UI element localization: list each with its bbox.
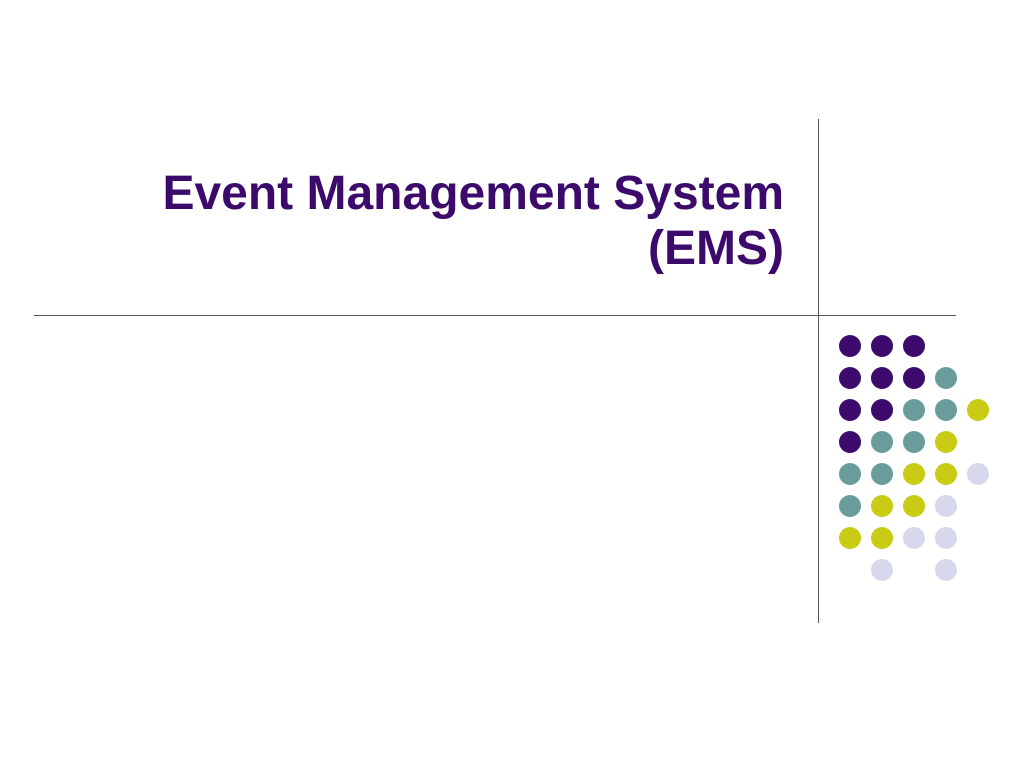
decorative-dot <box>935 367 957 389</box>
decorative-dot <box>839 431 861 453</box>
decorative-dot <box>871 431 893 453</box>
decorative-dot <box>903 335 925 357</box>
decorative-dot <box>903 431 925 453</box>
decorative-dot <box>839 463 861 485</box>
decorative-dot <box>903 463 925 485</box>
decorative-dot <box>871 335 893 357</box>
decorative-dot <box>967 463 989 485</box>
decorative-dot <box>839 367 861 389</box>
decorative-dot <box>839 527 861 549</box>
decorative-dot <box>871 463 893 485</box>
decorative-dot <box>935 431 957 453</box>
horizontal-divider <box>34 315 956 316</box>
decorative-dot <box>903 527 925 549</box>
decorative-dot <box>903 399 925 421</box>
decorative-dot <box>871 367 893 389</box>
decorative-dot <box>871 399 893 421</box>
title-line-2: (EMS) <box>648 222 784 275</box>
decorative-dot <box>903 367 925 389</box>
decorative-dot <box>839 335 861 357</box>
slide-title: Event Management System (EMS) <box>60 166 784 276</box>
decorative-dot <box>935 399 957 421</box>
decorative-dot <box>839 399 861 421</box>
decorative-dot <box>935 559 957 581</box>
decorative-dot <box>871 495 893 517</box>
decorative-dot <box>871 527 893 549</box>
decorative-dot <box>935 495 957 517</box>
decorative-dot <box>871 559 893 581</box>
decorative-dot <box>839 495 861 517</box>
decorative-dot <box>935 463 957 485</box>
decorative-dot <box>903 495 925 517</box>
decorative-dot <box>935 527 957 549</box>
decorative-dot <box>967 399 989 421</box>
vertical-divider <box>818 119 819 623</box>
title-line-1: Event Management System <box>162 167 784 220</box>
